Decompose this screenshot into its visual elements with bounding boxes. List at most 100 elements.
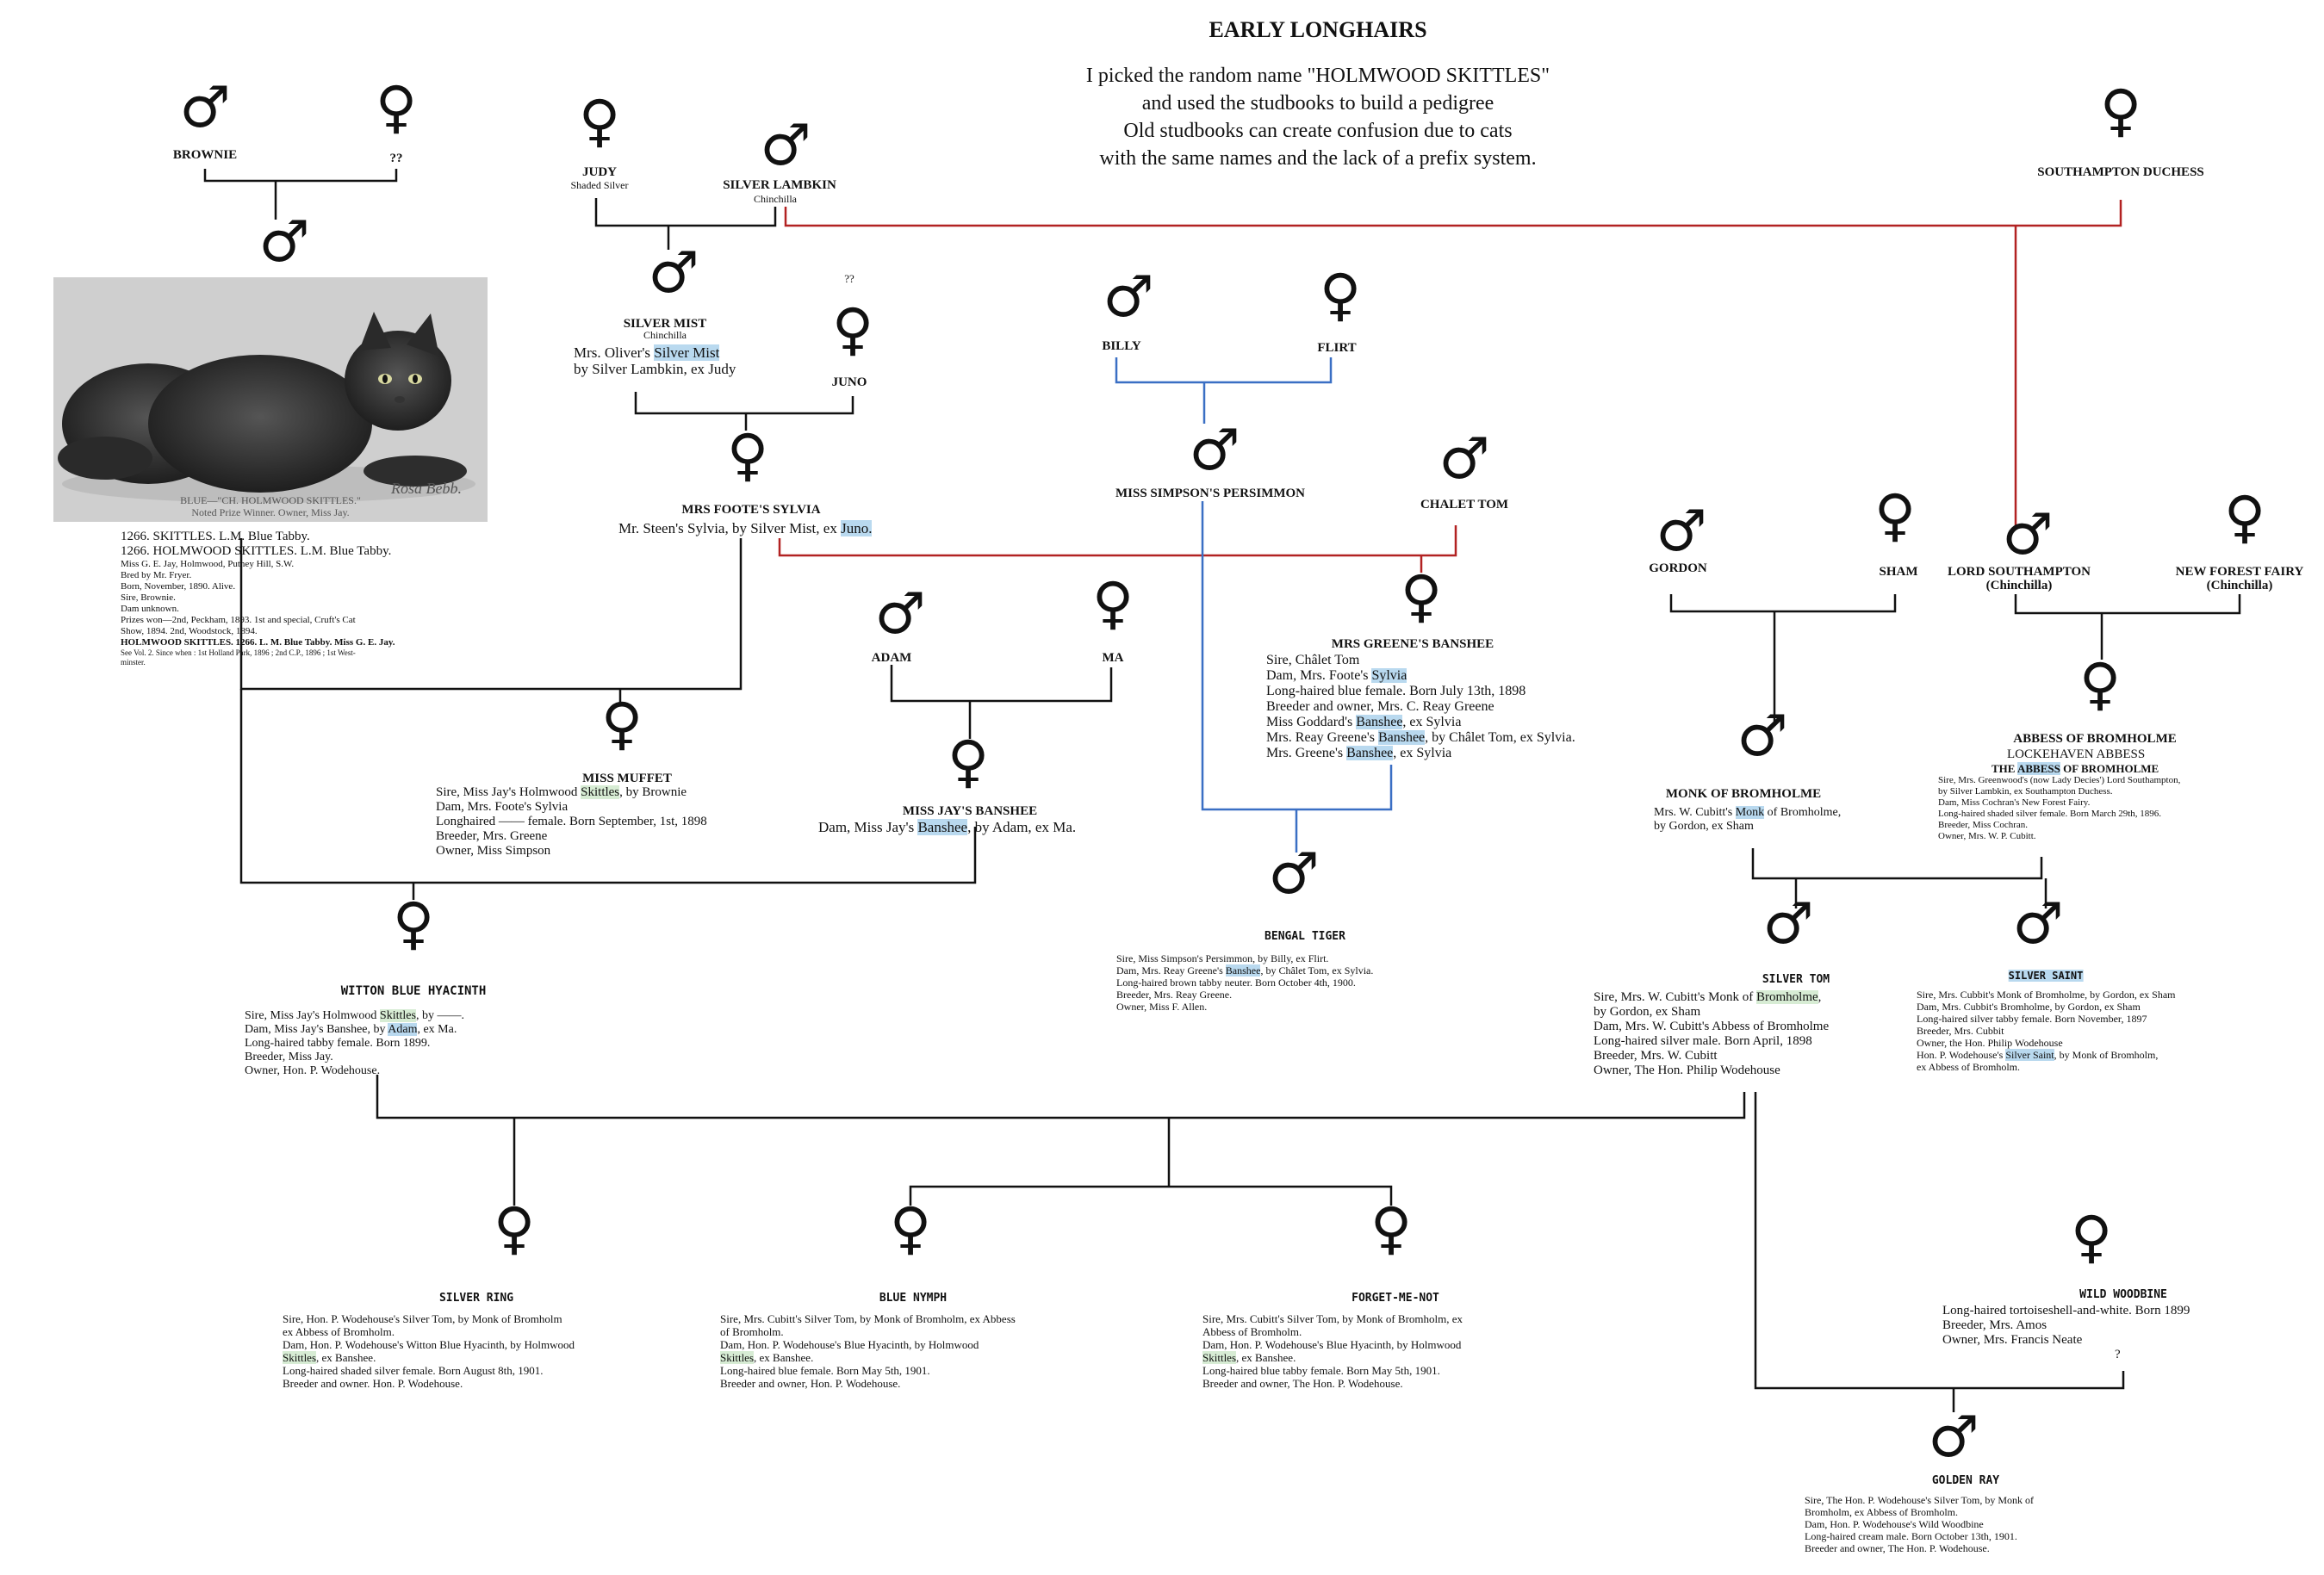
cat-illustration: [53, 277, 488, 522]
record-line: THE ABBESS OF BROMHOLME: [1992, 762, 2159, 775]
jay-banshee-record: Dam, Miss Jay's Banshee, by Adam, ex Ma.: [818, 819, 1076, 835]
abbess-record: LOCKEHAVEN ABBESS THE ABBESS OF BROMHOLM…: [1938, 747, 2180, 842]
node-silver-lambkin-color: Chinchilla: [754, 193, 797, 205]
title-text: EARLY LONGHAIRS: [1209, 17, 1427, 42]
record-line: Sire, Mrs. Cubitt's Silver Tom, by Monk …: [720, 1312, 1016, 1325]
record-line: LOCKEHAVEN ABBESS: [2007, 747, 2146, 761]
male-symbol-icon: ♂: [258, 208, 310, 275]
record-line: Owner, Mrs. W. P. Cubitt.: [1938, 831, 2036, 841]
artist-signature: Rosa Bebb.: [391, 480, 462, 497]
node-southampton-duchess: SOUTHAMPTON DUCHESS: [2037, 165, 2204, 179]
record-line: Owner, Miss F. Allen.: [1116, 1001, 1208, 1013]
record-line: Breeder, Miss Jay.: [245, 1051, 333, 1063]
female-symbol-icon: ♀: [1400, 563, 1443, 629]
male-symbol-icon: ♂: [1189, 417, 1240, 483]
record-line: Dam, Miss Jay's Banshee, by Adam, ex Ma.: [245, 1023, 457, 1036]
monk-record: Mrs. W. Cubitt's Monk of Bromholme, by G…: [1654, 806, 1841, 834]
record-line: Breeder, Mrs. Greene: [436, 829, 548, 843]
record-line: Sire, Châlet Tom: [1266, 653, 1360, 667]
male-symbol-icon: ♂: [1928, 1404, 1979, 1470]
node-wild-woodbine: WILD WOODBINE: [2079, 1288, 2167, 1301]
male-symbol-icon: ♂: [1656, 498, 1707, 564]
node-gordon: GORDON: [1649, 561, 1707, 575]
record-line: Owner, Mrs. Francis Neate: [1942, 1333, 2083, 1347]
record-line: Mrs. Reay Greene's Banshee, by Châlet To…: [1266, 730, 1575, 745]
record-line: Dam, Miss Cochran's New Forest Fairy.: [1938, 797, 2091, 808]
record-line: See Vol. 2. Since when : 1st Holland Par…: [121, 648, 356, 657]
record-line: Bred by Mr. Fryer.: [121, 570, 192, 580]
highlight: Sylvia: [1371, 668, 1407, 683]
record-line: Owner, the Hon. Philip Wodehouse: [1917, 1037, 2063, 1049]
record-line: ?: [2115, 1348, 2121, 1361]
record-line: Dam, Miss Jay's Banshee, by Adam, ex Ma.: [818, 819, 1077, 835]
highlight: Banshee: [1346, 746, 1394, 760]
record-line: Long-haired silver male. Born April, 189…: [1594, 1034, 1812, 1048]
node-jay-banshee: MISS JAY'S BANSHEE: [902, 804, 1038, 818]
node-forget-me-not: FORGET-ME-NOT: [1352, 1292, 1439, 1305]
node-billy: BILLY: [1102, 339, 1141, 353]
record-line: minster.: [121, 658, 146, 667]
record-line: Miss Goddard's Banshee, ex Sylvia: [1266, 715, 1462, 729]
red-connector-lines: [778, 200, 2122, 573]
female-symbol-icon: ♀: [1319, 262, 1362, 328]
cat-photo: BLUE—"CH. HOLMWOOD SKITTLES." Noted Priz…: [53, 277, 488, 522]
record-line: Long-haired blue tabby female. Born May …: [1202, 1364, 1440, 1377]
record-line: by Silver Lambkin, ex Southampton Duches…: [1938, 786, 2113, 797]
male-symbol-icon: ♂: [1268, 840, 1320, 907]
record-line: by Gordon, ex Sham: [1654, 820, 1754, 833]
node-silver-saint: SILVER SAINT: [2008, 970, 2084, 982]
female-symbol-icon: ♀: [2223, 484, 2266, 550]
node-blue-nymph: BLUE NYMPH: [879, 1292, 948, 1305]
record-line: Sire, Miss Jay's Holmwood Skittles, by —…: [245, 1009, 464, 1022]
record-line: Long-haired tortoiseshell-and-white. Bor…: [1942, 1304, 2190, 1318]
record-line: Breeder, Mrs. Reay Greene.: [1116, 989, 1233, 1001]
node-silver-mist-color: Chinchilla: [643, 329, 687, 341]
record-line: Long-haired tabby female. Born 1899.: [245, 1037, 431, 1050]
male-symbol-icon: ♂: [648, 239, 699, 306]
highlight: Juno.: [841, 520, 873, 536]
female-symbol-icon: ♀: [1370, 1195, 1413, 1262]
silver-saint-record: Sire, Mrs. Cubbit's Monk of Bromholme, b…: [1917, 989, 2176, 1073]
highlight: Monk: [1735, 806, 1765, 819]
node-lord-southampton: LORD SOUTHAMPTON: [1948, 565, 2091, 579]
highlight: Skittles: [379, 1009, 416, 1022]
record-line: Dam unknown.: [121, 604, 179, 614]
intro-text: I picked the random name "HOLMWOOD SKITT…: [1086, 62, 1550, 172]
record-line: Long-haired blue female. Born May 5th, 1…: [720, 1364, 930, 1377]
wild-woodbine-record: Long-haired tortoiseshell-and-white. Bor…: [1942, 1304, 2190, 1362]
record-line: Dam, Mrs. Reay Greene's Banshee, by Châl…: [1116, 964, 1374, 977]
record-line: Breeder, Miss Cochran.: [1938, 820, 2029, 830]
record-line: Breeder, Mrs. W. Cubitt: [1594, 1049, 1718, 1063]
photo-caption-line: Noted Prize Winner. Owner, Miss Jay.: [191, 506, 350, 518]
female-symbol-icon: ♀: [578, 88, 621, 154]
record-line: Breeder and owner, The Hon. P. Wodehouse…: [1805, 1542, 1990, 1554]
node-miss-muffet: MISS MUFFET: [582, 772, 672, 785]
record-line: Long-haired shaded silver female. Born A…: [283, 1364, 544, 1377]
female-symbol-icon: ♀: [375, 74, 418, 140]
record-line: by Gordon, ex Sham: [1594, 1005, 1701, 1019]
record-line: Sire, Mrs. Cubitt's Silver Tom, by Monk …: [1202, 1312, 1463, 1325]
node-witton: WITTON BLUE HYACINTH: [340, 984, 487, 998]
node-lord-southampton-color: (Chinchilla): [1985, 579, 2053, 592]
record-line: Sire, The Hon. P. Wodehouse's Silver Tom…: [1805, 1494, 2035, 1506]
highlight: ABBESS: [2017, 762, 2060, 775]
node-monk: MONK OF BROMHOLME: [1665, 787, 1822, 801]
record-line: 1266. HOLMWOOD SKITTLES. L.M. Blue Tabby…: [121, 544, 392, 558]
record-line: Breeder and owner, The Hon. P. Wodehouse…: [1202, 1377, 1403, 1390]
female-symbol-icon: ♀: [1873, 482, 1917, 549]
record-line: Born, November, 1890. Alive.: [121, 581, 236, 592]
record-line: Dam, Hon. P. Wodehouse's Blue Hyacinth, …: [720, 1338, 979, 1351]
record-line: Longhaired —— female. Born September, 1s…: [436, 815, 707, 828]
node-bengal-tiger: BENGAL TIGER: [1265, 930, 1345, 943]
node-new-forest-fairy: NEW FOREST FAIRY: [2175, 565, 2304, 579]
record-line: Miss G. E. Jay, Holmwood, Putney Hill, S…: [121, 559, 295, 569]
record-line: Mrs. Greene's Banshee, ex Sylvia: [1266, 746, 1452, 760]
node-silver-lambkin: SILVER LAMBKIN: [723, 178, 836, 192]
record-line: Breeder and owner, Mrs. C. Reay Greene: [1266, 699, 1494, 714]
record-line: Breeder, Mrs. Cubbit: [1917, 1025, 2004, 1037]
node-abbess: ABBESS OF BROMHOLME: [2013, 732, 2177, 746]
male-symbol-icon: ♂: [874, 580, 926, 647]
silver-mist-record: Mrs. Oliver's Silver Mist by Silver Lamb…: [574, 344, 736, 377]
highlight: Skittles: [581, 785, 620, 799]
